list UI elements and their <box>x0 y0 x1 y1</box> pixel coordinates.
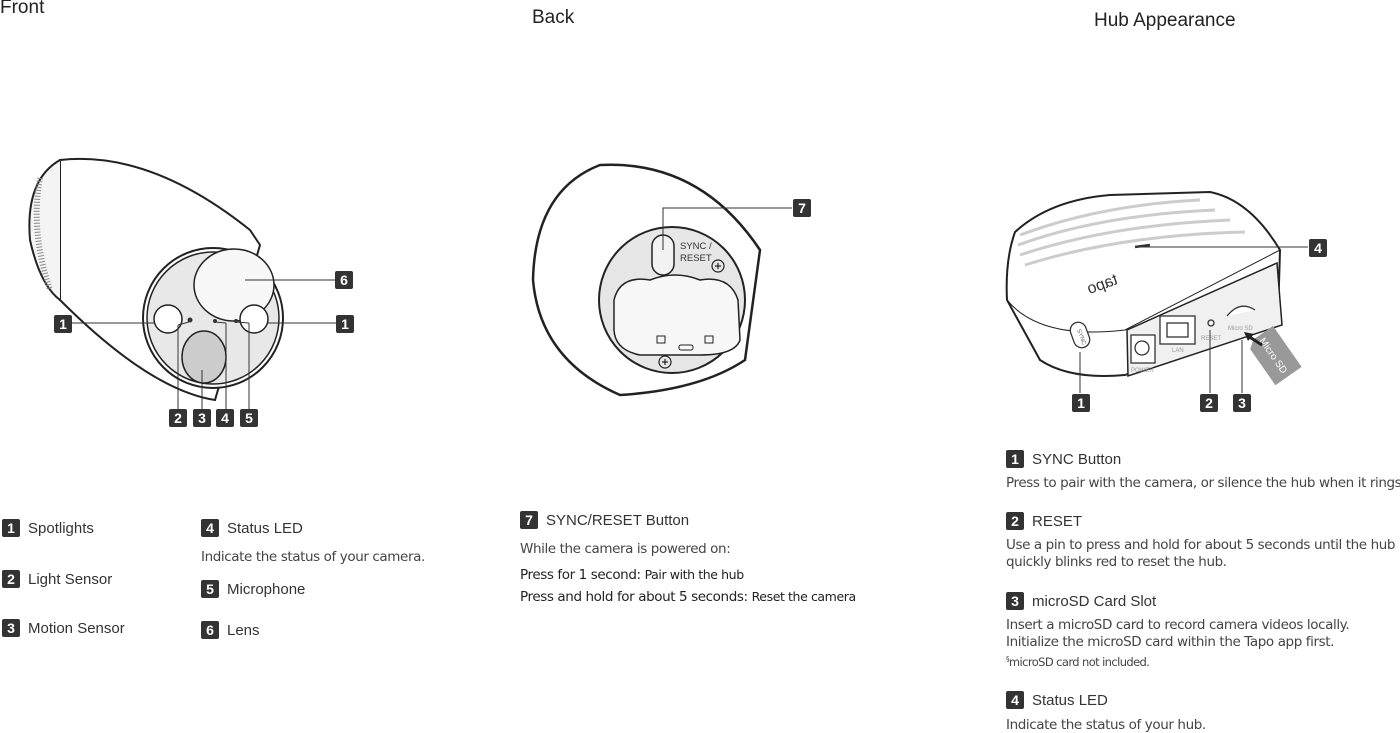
microsd-card-label: Micro SD <box>1256 336 1289 376</box>
back-instruction-1: Press for 1 second: Pair with the hub <box>520 567 744 583</box>
legend-microphone: 5 Microphone <box>201 580 305 598</box>
sync-reset-label-line2: RESET <box>680 253 712 264</box>
legend-label: Microphone <box>227 580 306 598</box>
note-text: microSD card not included. <box>1008 655 1150 669</box>
hub-sync-desc: Press to pair with the camera, or silenc… <box>1006 475 1400 491</box>
reset-label: RESET <box>1201 336 1221 342</box>
back-desc: While the camera is powered on: <box>520 541 731 557</box>
callout-2: 2 <box>169 409 187 427</box>
legend-label: Lens <box>227 621 260 639</box>
hub-microsd-desc-2: Initialize the microSD card within the T… <box>1006 634 1335 650</box>
legend-label: Status LED <box>227 519 303 537</box>
legend-number: 3 <box>2 619 20 637</box>
callout-7: 7 <box>793 199 811 217</box>
legend-number: 2 <box>1006 512 1024 530</box>
callout-1-left: 1 <box>54 315 72 333</box>
legend-label: Spotlights <box>28 519 94 537</box>
front-title: Front <box>0 0 45 18</box>
hub-callout-3: 3 <box>1233 394 1251 412</box>
legend-label: RESET <box>1032 512 1083 530</box>
legend-number: 5 <box>201 580 219 598</box>
hub-legend-reset: 2 RESET <box>1006 512 1082 530</box>
hub-callout-2: 2 <box>1200 394 1218 412</box>
hub-logo: tapo <box>1085 271 1120 298</box>
hub-legend-microsd: 3 microSD Card Slot <box>1006 592 1156 610</box>
instruction-value: Pair with the hub <box>644 567 745 582</box>
legend-number: 3 <box>1006 592 1024 610</box>
legend-number: 6 <box>201 621 219 639</box>
hub-legend-status-led: 4 Status LED <box>1006 691 1108 709</box>
callout-5: 5 <box>240 409 258 427</box>
legend-label: Status LED <box>1032 691 1108 709</box>
legend-sync-reset-button: 7 SYNC/RESET Button <box>520 511 689 529</box>
legend-lens: 6 Lens <box>201 621 260 639</box>
hub-legend-sync-button: 1 SYNC Button <box>1006 450 1121 468</box>
sync-reset-label-line1: SYNC / <box>680 241 712 252</box>
hub-status-led-desc: Indicate the status of your hub. <box>1006 717 1206 733</box>
hub-title: Hub Appearance <box>1094 10 1236 31</box>
legend-number: 4 <box>1006 691 1024 709</box>
legend-label: Motion Sensor <box>28 619 125 637</box>
legend-number: 2 <box>2 570 20 588</box>
legend-label: SYNC/RESET Button <box>546 511 690 529</box>
hub-microsd-note: §microSD card not included. <box>1006 655 1150 669</box>
power-port-label: POWER <box>1131 368 1154 374</box>
callout-6: 6 <box>335 271 353 289</box>
hub-microsd-desc-1: Insert a microSD card to record camera v… <box>1006 617 1350 633</box>
callout-1-right: 1 <box>336 315 354 333</box>
legend-number: 4 <box>201 519 219 537</box>
hub-reset-desc-2: quickly blinks red to reset the hub. <box>1006 554 1227 570</box>
legend-motion-sensor: 3 Motion Sensor <box>2 619 125 637</box>
legend-label: microSD Card Slot <box>1032 592 1157 610</box>
legend-number: 1 <box>1006 450 1024 468</box>
legend-number: 1 <box>2 519 20 537</box>
sync-label: SYNC <box>1075 328 1087 346</box>
hub-reset-desc-1: Use a pin to press and hold for about 5 … <box>1006 537 1400 553</box>
callout-3: 3 <box>193 409 211 427</box>
hub-callout-1: 1 <box>1072 394 1090 412</box>
lan-port-label: LAN <box>1172 348 1184 354</box>
legend-number: 7 <box>520 511 538 529</box>
back-instruction-2: Press and hold for about 5 seconds: Rese… <box>520 589 856 605</box>
instruction-value: Reset the camera <box>751 589 857 604</box>
legend-label: SYNC Button <box>1032 450 1122 468</box>
hub-callout-4: 4 <box>1309 239 1327 257</box>
back-title: Back <box>532 7 575 28</box>
legend-status-led-desc: Indicate the status of your camera. <box>201 549 425 565</box>
callout-4: 4 <box>216 409 234 427</box>
legend-light-sensor: 2 Light Sensor <box>2 570 112 588</box>
instruction-key: Press and hold for about 5 seconds: <box>520 589 748 605</box>
microsd-slot-label: Micro SD <box>1228 326 1253 332</box>
legend-label: Light Sensor <box>28 570 113 588</box>
legend-status-led: 4 Status LED <box>201 519 303 537</box>
instruction-key: Press for 1 second: <box>520 567 641 583</box>
legend-spotlights: 1 Spotlights <box>2 519 94 537</box>
